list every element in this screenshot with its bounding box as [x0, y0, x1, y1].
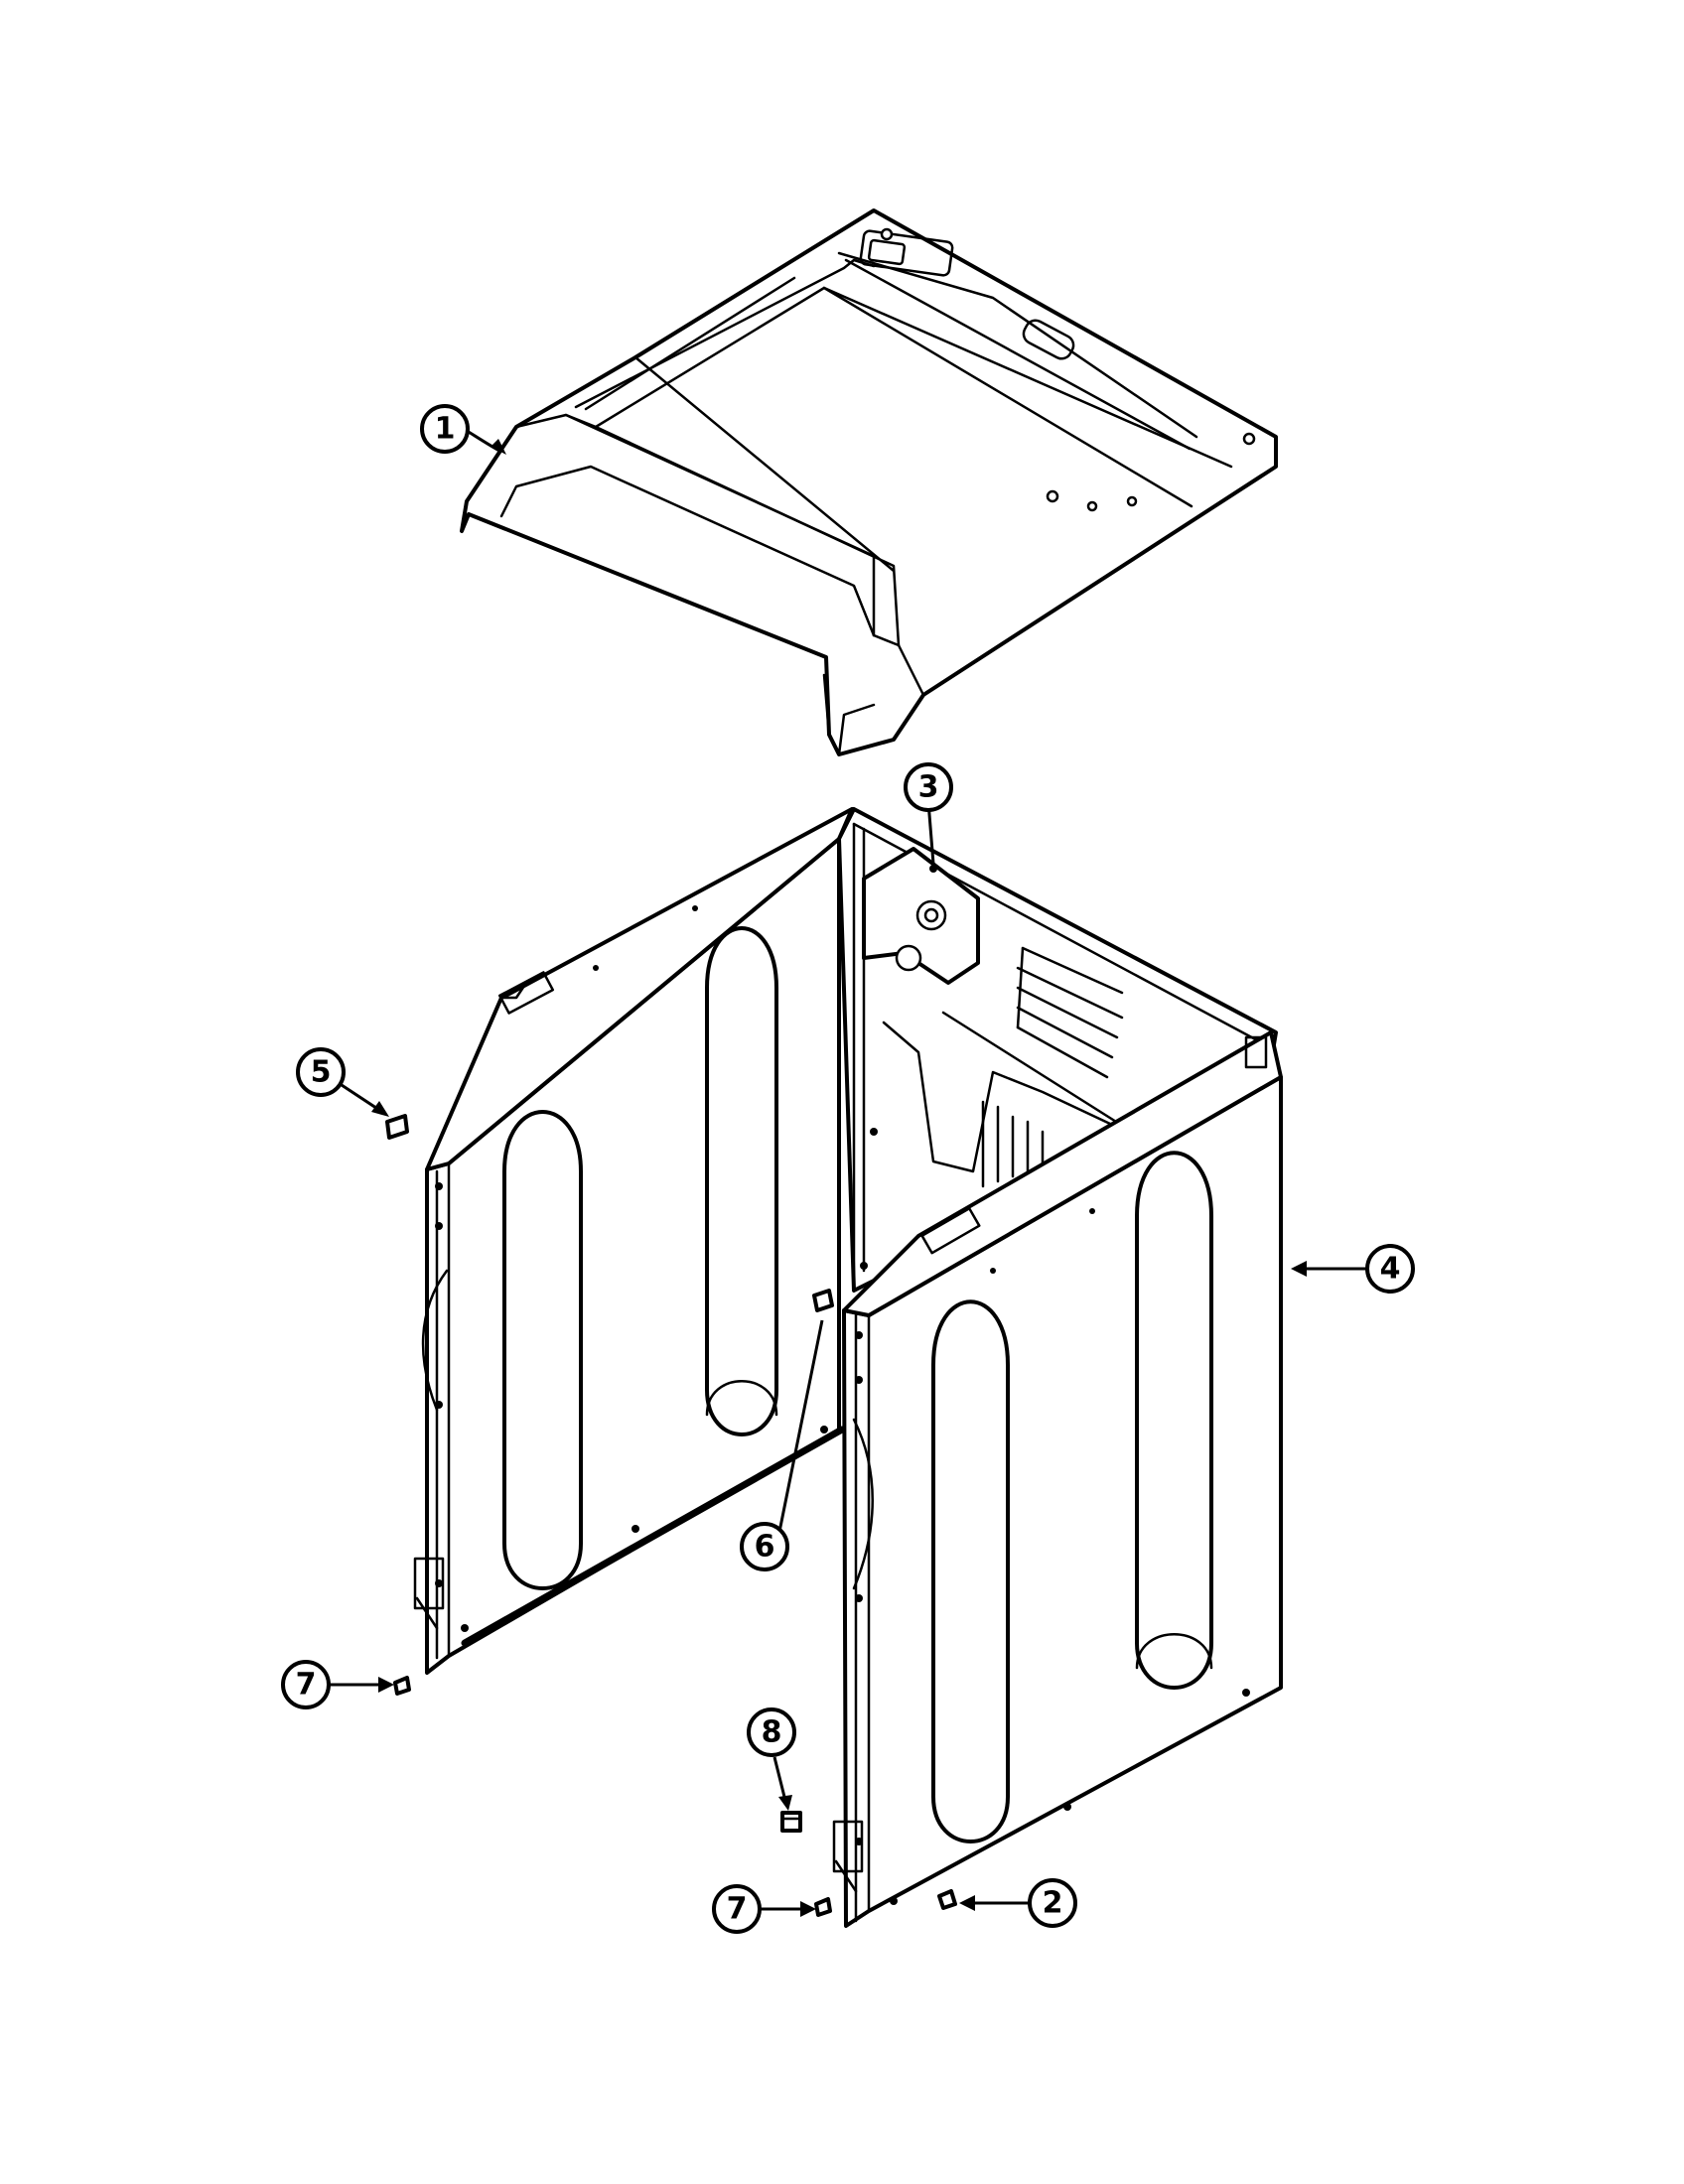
callout-5: 5: [296, 1047, 346, 1097]
svg-text:4: 4: [1380, 1252, 1401, 1287]
screw-part-7-left: [393, 1676, 411, 1696]
callout-3: 3: [904, 762, 953, 812]
right-side-panel: [832, 1030, 1283, 1928]
callout-1: 1: [420, 404, 470, 454]
rear-panel: [837, 807, 1278, 1293]
clip-part-6: [812, 1289, 834, 1312]
left-side-panel: [413, 807, 854, 1675]
plug-part-8: [780, 1811, 802, 1833]
svg-text:7: 7: [296, 1668, 317, 1703]
screw-part-7-right: [814, 1897, 832, 1917]
callout-6: 6: [740, 1522, 789, 1571]
leader-lines: [329, 427, 1368, 1917]
callout-7-right: 7: [712, 1884, 762, 1934]
screw-part-2: [937, 1889, 957, 1910]
callout-7-left: 7: [281, 1660, 331, 1709]
callout-8: 8: [747, 1707, 796, 1757]
svg-text:2: 2: [1043, 1886, 1063, 1921]
callout-2: 2: [1028, 1878, 1077, 1928]
svg-text:3: 3: [918, 770, 939, 805]
svg-text:7: 7: [727, 1892, 748, 1927]
clip-part-5: [385, 1114, 409, 1140]
svg-text:1: 1: [435, 412, 456, 447]
svg-text:5: 5: [311, 1055, 332, 1090]
callout-4: 4: [1365, 1244, 1415, 1294]
top-panel: [460, 208, 1278, 756]
svg-text:8: 8: [762, 1715, 782, 1750]
svg-text:6: 6: [755, 1530, 775, 1565]
